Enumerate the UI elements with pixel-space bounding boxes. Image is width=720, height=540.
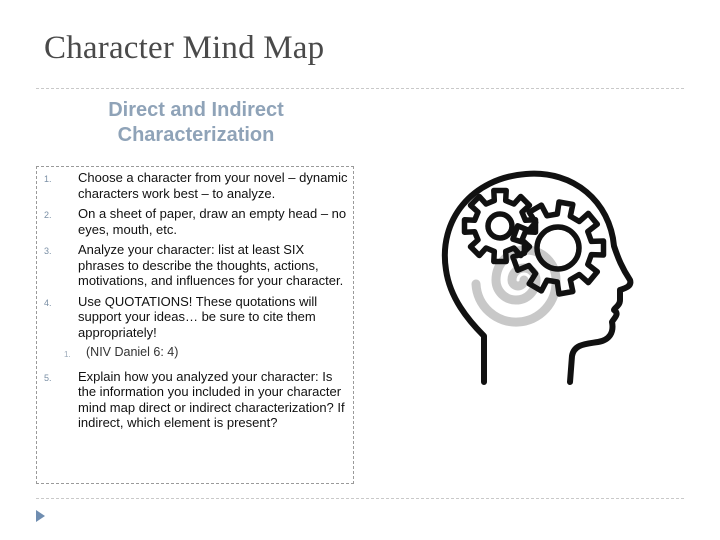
content-box [36, 166, 354, 484]
top-divider [36, 88, 684, 89]
step-marker: 2. [44, 210, 52, 220]
step-marker: 5. [44, 372, 52, 383]
head-with-gears-icon [441, 170, 634, 385]
sub-step-item: 1. (NIV Daniel 6: 4) [38, 345, 350, 363]
step-text: Explain how you analyzed your character:… [78, 368, 345, 431]
head-outline-icon [441, 170, 634, 385]
step-text: On a sheet of paper, draw an empty head … [78, 206, 347, 237]
step-marker: 1. [44, 174, 52, 184]
step-text: Use QUOTATIONS! These quotations will su… [78, 293, 318, 340]
subtitle-line-1: Direct and Indirect [108, 99, 284, 121]
step-item: 2. On a sheet of paper, draw an empty he… [38, 206, 350, 237]
step-item: 1. Choose a character from your novel – … [38, 170, 350, 201]
step-item: 4. Use QUOTATIONS! These quotations will… [38, 294, 350, 341]
step-marker: 3. [44, 246, 52, 256]
step-item: 3. Analyze your character: list at least… [38, 242, 350, 289]
spiral-icon [471, 245, 561, 327]
step-item: 5. Explain how you analyzed your charact… [38, 369, 350, 431]
step-text: Analyze your character: list at least SI… [78, 242, 344, 288]
sub-step-marker: 1. [64, 350, 71, 359]
slide-subtitle: Direct and Indirect Characterization [60, 98, 332, 148]
subtitle-line-2: Characterization [117, 124, 275, 146]
step-text: Choose a character from your novel – dyn… [78, 170, 348, 201]
next-slide-arrow-icon[interactable] [36, 510, 45, 522]
step-marker: 4. [44, 297, 52, 308]
bottom-divider [36, 498, 684, 499]
steps-list: 1. Choose a character from your novel – … [38, 170, 350, 436]
sub-step-text: (NIV Daniel 6: 4) [86, 345, 179, 359]
gear-icon [461, 187, 607, 297]
slide-title: Character Mind Map [44, 30, 325, 66]
